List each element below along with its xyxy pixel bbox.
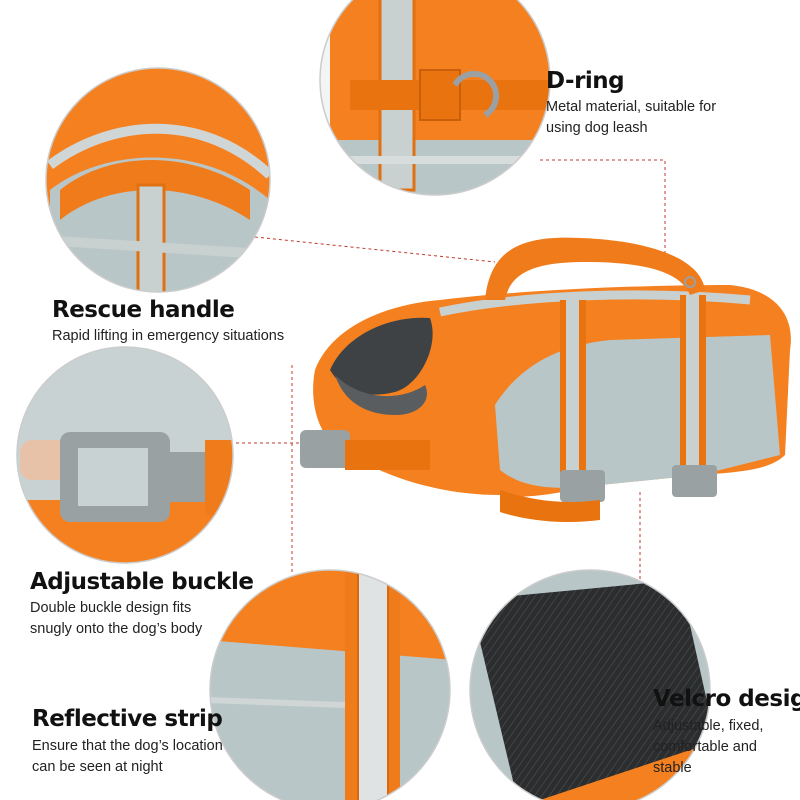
adjustable-buckle-description: Double buckle design fits snugly onto th… [30, 598, 270, 640]
reflective-strip-desc-line2: can be seen at night [32, 759, 163, 775]
velcro-design-desc-line1: Adjustable, fixed, [653, 718, 764, 734]
velcro-design-description: Adjustable, fixed, comfortable and stabl… [653, 716, 793, 779]
d-ring-desc-line1: Metal material, suitable for [546, 99, 717, 115]
velcro-detail-image [470, 570, 710, 800]
d-ring-description: Metal material, suitable for using dog l… [546, 97, 786, 139]
rescue-handle-desc-line1: Rapid lifting in emergency situations [52, 328, 285, 344]
reflective-strip-title: Reflective strip [32, 706, 223, 732]
leader-lines [200, 159, 666, 585]
velcro-design-title: Velcro design [653, 686, 800, 712]
buckle-detail-image [17, 347, 233, 563]
rescue-handle-description: Rapid lifting in emergency situations [52, 326, 312, 347]
adjustable-buckle-title: Adjustable buckle [30, 569, 254, 595]
life-vest-image [300, 237, 791, 523]
reflective-strip-desc-line1: Ensure that the dog’s location [32, 738, 223, 754]
reflective-strip-description: Ensure that the dog’s location can be se… [32, 736, 262, 778]
adjustable-buckle-desc-line1: Double buckle design fits [30, 600, 192, 616]
d-ring-detail-image [320, 0, 550, 195]
adjustable-buckle-desc-line2: snugly onto the dog’s body [30, 621, 203, 637]
velcro-design-desc-line2: comfortable and [653, 739, 757, 755]
velcro-design-desc-line3: stable [653, 760, 692, 776]
d-ring-title: D-ring [546, 68, 625, 94]
rescue-handle-title: Rescue handle [52, 297, 235, 323]
rescue-handle-detail-image [46, 68, 270, 292]
reflective-strip-detail-image [210, 570, 450, 800]
d-ring-desc-line2: using dog leash [546, 120, 648, 136]
